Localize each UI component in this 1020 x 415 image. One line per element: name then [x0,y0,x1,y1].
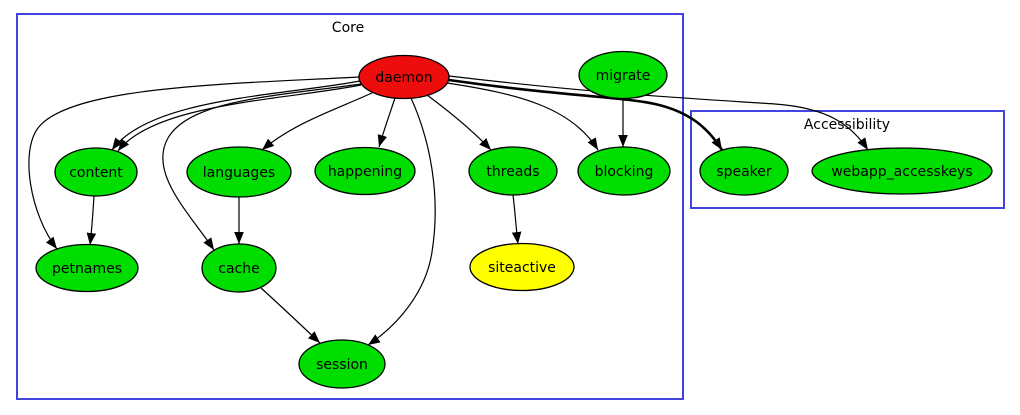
node-migrate-label: migrate [596,68,651,84]
node-cache-label: cache [218,261,259,277]
node-content: content [54,147,138,197]
node-threads: threads [468,146,558,196]
node-webapp-accesskeys: webapp_accesskeys [811,147,993,195]
node-speaker-label: speaker [716,164,772,180]
node-daemon-label: daemon [375,70,432,86]
node-blocking-label: blocking [595,164,654,180]
edge-daemon-petnames [28,76,360,250]
edge-daemon-threads [426,94,492,151]
node-siteactive-label: siteactive [488,260,556,276]
node-webapp-accesskeys-label: webapp_accesskeys [831,164,972,180]
node-languages-label: languages [203,165,275,181]
node-threads-shape [468,146,558,196]
node-cache-shape [201,243,277,293]
edge-daemon-session [367,97,436,346]
node-happening-label: happening [328,164,402,180]
node-happening: happening [314,146,416,196]
edge-daemon-happening [377,97,396,148]
node-daemon: daemon [358,54,450,100]
edge-daemon-webapp-accesskeys [448,75,869,151]
node-session-shape [298,339,386,389]
edge-content-petnames [86,195,97,246]
node-blocking: blocking [577,146,671,196]
node-migrate: migrate [578,50,668,100]
edge-layer [28,75,869,346]
node-siteactive-shape [469,242,575,292]
node-threads-label: threads [486,164,539,180]
edge-daemon-cache [162,83,362,251]
node-daemon-shape [358,54,450,100]
cluster-core-label: Core [332,20,364,36]
node-petnames-shape [35,243,139,293]
edge-daemon-blocking [446,82,599,151]
edge-daemon-content-1 [111,80,361,151]
node-happening-shape [314,146,416,196]
node-migrate-shape [578,50,668,100]
node-cache: cache [201,243,277,293]
cluster-core: Core [16,13,684,400]
cluster-accessibility: Accessibility [690,110,1005,209]
node-session-label: session [316,357,368,373]
node-content-shape [54,147,138,197]
node-session: session [298,339,386,389]
node-webapp-accesskeys-shape [811,147,993,195]
edge-cache-session [260,287,321,344]
edge-daemon-content-2 [117,84,362,152]
cluster-accessibility-label: Accessibility [804,117,890,133]
node-siteactive: siteactive [469,242,575,292]
edge-daemon-speaker [448,78,724,151]
node-content-label: content [69,165,123,181]
cluster-accessibility-border [690,110,1005,209]
node-blocking-shape [577,146,671,196]
node-petnames: petnames [35,243,139,293]
edge-threads-siteactive [511,194,522,245]
node-petnames-label: petnames [52,261,122,277]
node-languages-shape [186,146,292,198]
node-speaker: speaker [699,146,789,196]
node-languages: languages [186,146,292,198]
node-speaker-shape [699,146,789,196]
edge-daemon-languages [261,91,375,151]
cluster-core-border [16,13,684,400]
